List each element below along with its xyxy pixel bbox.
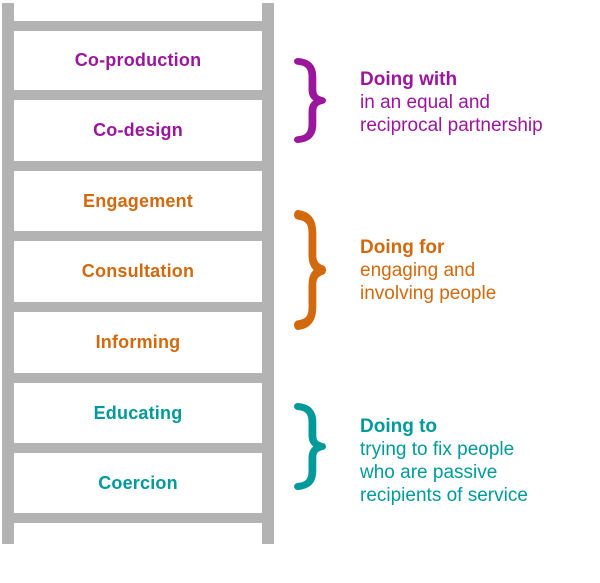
ladder-left-rail bbox=[2, 3, 14, 544]
annotation-heading: Doing with bbox=[360, 69, 458, 90]
annotation-line: in an equal and bbox=[360, 92, 490, 113]
ladder-step-educating: Educating bbox=[14, 383, 262, 443]
ladder-step-co-production: Co-production bbox=[14, 31, 262, 90]
ladder-step-co-design: Co-design bbox=[14, 100, 262, 161]
ladder-step-label: Engagement bbox=[82, 190, 194, 211]
annotation-heading: Doing to bbox=[360, 416, 438, 437]
ladder-step-label: Consultation bbox=[81, 261, 195, 281]
annotation-line: trying to fix people bbox=[360, 439, 515, 460]
annotation-doing-to: Doing to trying to fix people who are pa… bbox=[360, 415, 528, 507]
ladder-step-label: Informing bbox=[95, 332, 181, 352]
ladder-step-consultation: Consultation bbox=[14, 241, 262, 302]
ladder-step-label: Co-design bbox=[93, 120, 183, 140]
annotation-line: reciprocal partnership bbox=[360, 115, 543, 136]
ladder-step-label: Educating bbox=[93, 402, 183, 423]
curly-brace-doing-to bbox=[294, 403, 326, 490]
curly-brace-doing-with bbox=[294, 58, 326, 143]
ladder-rung bbox=[2, 21, 274, 31]
ladder-step-label: Co-production bbox=[74, 50, 202, 70]
curly-brace-doing-for bbox=[294, 210, 326, 330]
ladder-step-engagement: Engagement bbox=[14, 171, 262, 231]
ladder-step-label: Coercion bbox=[98, 472, 178, 493]
ladder-rung bbox=[2, 513, 274, 523]
ladder-rung bbox=[2, 161, 274, 171]
annotation-doing-with: Doing with in an equal and reciprocal pa… bbox=[360, 68, 543, 137]
ladder-step-coercion: Coercion bbox=[14, 453, 262, 513]
ladder-rung bbox=[2, 443, 274, 453]
ladder-rung bbox=[2, 373, 274, 383]
annotation-line: involving people bbox=[360, 283, 497, 304]
annotation-heading: Doing for bbox=[360, 237, 445, 258]
annotation-line: engaging and bbox=[360, 260, 476, 281]
annotation-line: who are passive bbox=[360, 462, 498, 483]
ladder-step-informing: Informing bbox=[14, 312, 262, 373]
annotation-line: recipients of service bbox=[360, 485, 528, 506]
annotation-doing-for: Doing for engaging and involving people bbox=[360, 236, 496, 305]
ladder-rung bbox=[2, 302, 274, 312]
ladder-right-rail bbox=[262, 3, 274, 544]
ladder-rung bbox=[2, 231, 274, 241]
ladder-rung bbox=[2, 90, 274, 100]
